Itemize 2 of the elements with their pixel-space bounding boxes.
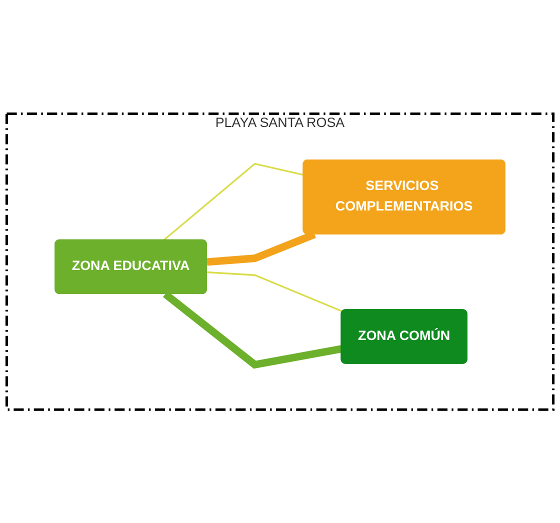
connector	[163, 162, 304, 241]
connector	[206, 271, 343, 312]
